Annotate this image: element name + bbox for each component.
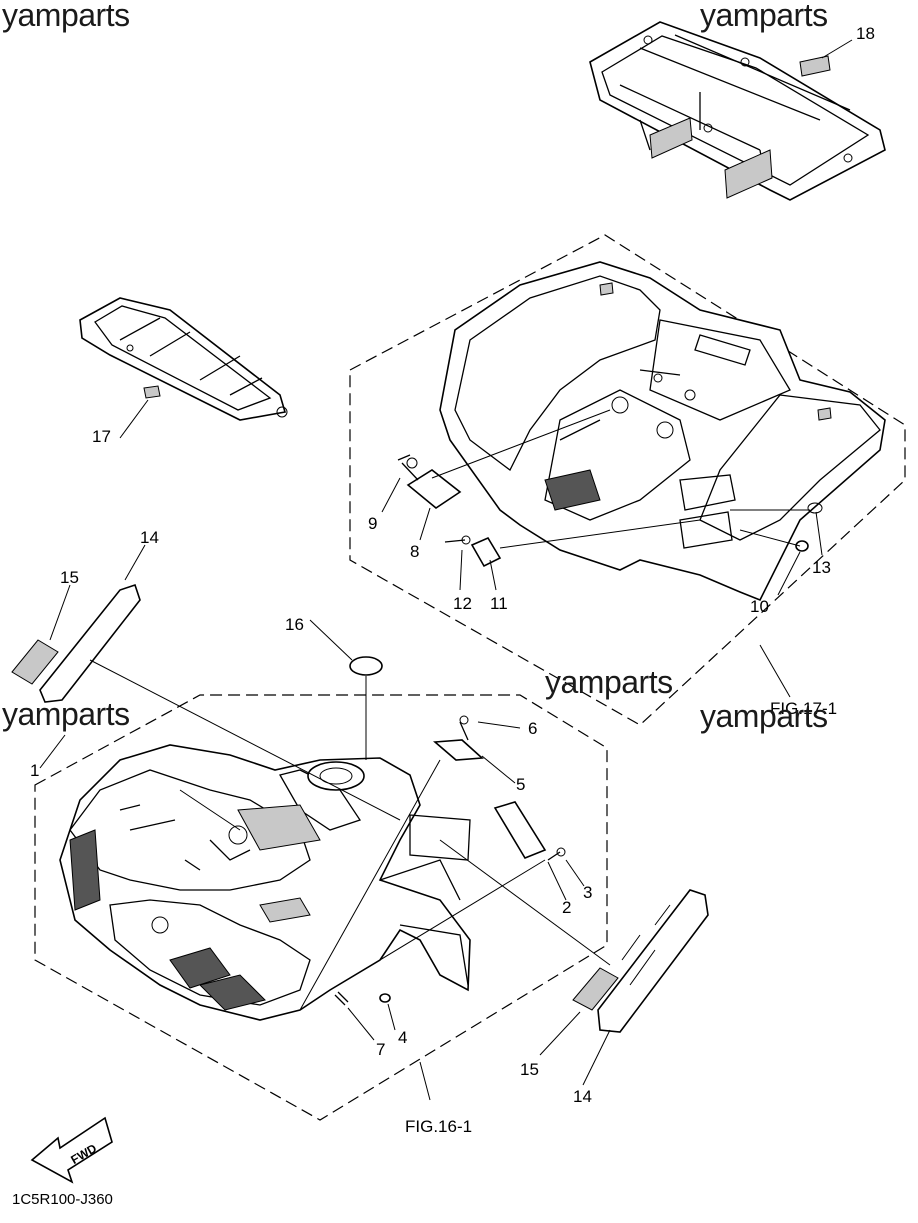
callout-6: 6 [528, 719, 537, 738]
front-carrier [79, 297, 288, 421]
fwd-arrow: FWD [30, 1116, 113, 1184]
front-decal-14-15-right [439, 839, 709, 1033]
callout-18: 18 [856, 24, 875, 43]
callout-4: 4 [398, 1028, 407, 1047]
watermark-right: yamparts [700, 698, 828, 734]
callout-2: 2 [562, 898, 571, 917]
callout-9: 9 [368, 514, 377, 533]
fig-label-front: FIG.16-1 [405, 1117, 472, 1136]
watermark-top-left: yamparts [2, 0, 130, 33]
callout-14-upper: 14 [140, 528, 159, 547]
callout-7: 7 [376, 1040, 385, 1059]
callout-11: 11 [490, 594, 508, 613]
watermark-center: yamparts [545, 664, 673, 700]
diagram-code: 1C5R100-J360 [12, 1191, 113, 1208]
rear-fender-dashed-box [349, 234, 906, 726]
watermark-top-right: yamparts [700, 0, 828, 33]
callout-15-upper: 15 [60, 568, 79, 587]
callout-15-lower: 15 [520, 1060, 539, 1079]
callout-1: 1 [30, 761, 39, 780]
callout-12: 12 [453, 594, 472, 613]
front-decal-14-15-left [11, 583, 401, 821]
callout-10: 10 [750, 597, 769, 616]
callout-17: 17 [92, 427, 111, 446]
watermark-left: yamparts [2, 696, 130, 732]
fig-label-rear: FIG.17-1 [770, 699, 837, 718]
rear-carrier [589, 21, 886, 201]
callout-14-lower: 14 [573, 1087, 592, 1106]
rear-fender [439, 261, 886, 602]
callout-13: 13 [812, 558, 831, 577]
callout-leaders [39, 39, 853, 1101]
emblem-16 [349, 656, 383, 676]
rear-fender-small-parts [397, 409, 823, 568]
callout-3: 3 [583, 883, 592, 902]
callout-5: 5 [516, 775, 525, 794]
callout-8: 8 [410, 542, 419, 561]
front-fender-small-parts [179, 715, 566, 1011]
front-fender [59, 744, 471, 1021]
front-fender-dashed-box [34, 694, 608, 1121]
callout-16: 16 [285, 615, 304, 634]
